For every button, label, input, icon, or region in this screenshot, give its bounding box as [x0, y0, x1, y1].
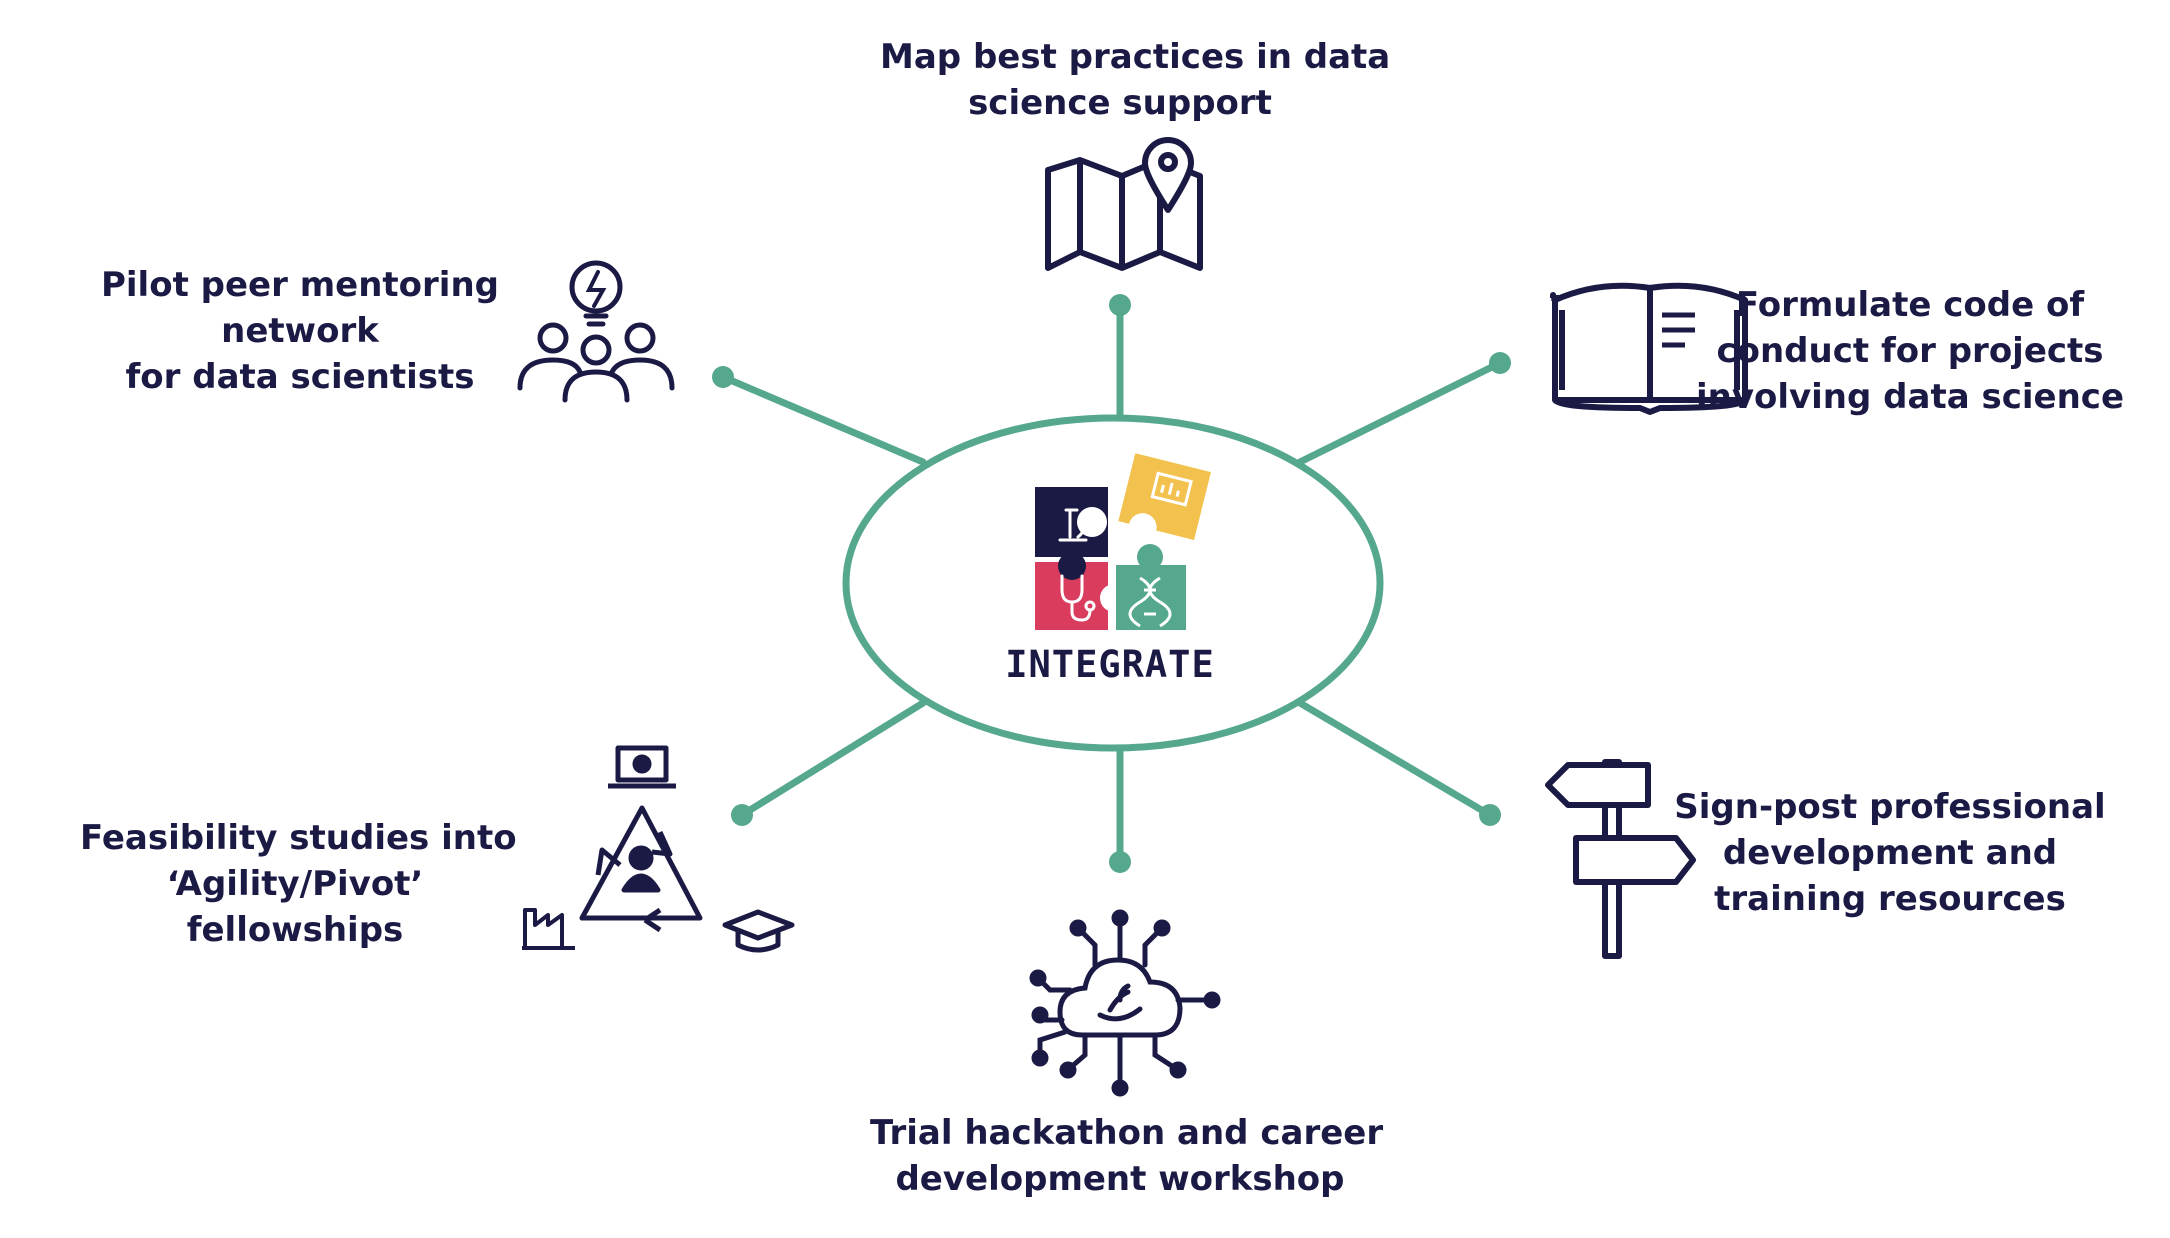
node-label-code-line: Formulate code of [1735, 285, 2085, 325]
node-label-feasibility-line: Feasibility studies into [80, 818, 517, 858]
pivot-cycle-icon [522, 745, 795, 953]
center-ellipse [842, 414, 1384, 752]
node-label-hackathon-line: Trial hackathon and career [870, 1113, 1384, 1153]
node-label-map-line: science support [968, 83, 1272, 123]
map-pin-icon [1045, 137, 1203, 271]
node-label-hackathon: Trial hackathon and career development w… [870, 1110, 1384, 1202]
node-label-mentoring-line: Pilot peer mentoring [100, 265, 499, 305]
node-label-feasibility-line: fellowships [186, 910, 404, 950]
node-label-mentoring-line: for data scientists [125, 357, 475, 397]
open-book-icon [1550, 282, 1748, 415]
node-label-signpost: Sign-post professional development and t… [1670, 784, 2110, 922]
node-label-map-line: Map best practices in data [880, 37, 1391, 77]
node-label-signpost-line: development and [1722, 833, 2058, 873]
node-label-hackathon-line: development workshop [895, 1159, 1345, 1199]
node-label-feasibility: Feasibility studies into ‘Agility/Pivot’… [80, 815, 517, 953]
connector-dot-mentoring [712, 366, 734, 388]
connector-dot-hackathon [1109, 851, 1131, 873]
node-label-map: Map best practices in data science suppo… [880, 34, 1391, 126]
connector-dot-feasibility [731, 804, 753, 826]
node-label-signpost-line: Sign-post professional [1674, 787, 2106, 827]
node-label-mentoring-line: network [221, 311, 379, 351]
integrate-puzzle-logo [1035, 453, 1211, 630]
node-label-mentoring: Pilot peer mentoring network for data sc… [100, 262, 500, 400]
center-title: INTEGRATE [1005, 643, 1215, 686]
connector-dot-map [1109, 294, 1131, 316]
cloud-network-icon [1029, 909, 1221, 1097]
mentoring-group-icon [517, 260, 675, 403]
node-label-signpost-line: training resources [1714, 879, 2066, 919]
connector-signpost [1296, 699, 1494, 819]
connector-mentoring [719, 373, 927, 466]
connector-feasibility [738, 699, 927, 819]
node-label-code-line: conduct for projects [1716, 331, 2104, 371]
connector-code [1296, 359, 1504, 466]
node-label-code: Formulate code of conduct for projects i… [1690, 282, 2130, 420]
node-label-feasibility-line: ‘Agility/Pivot’ [166, 864, 424, 904]
connector-dot-signpost [1479, 804, 1501, 826]
signpost-icon [1545, 759, 1696, 959]
node-label-code-line: involving data science [1695, 377, 2125, 417]
connector-dot-code [1489, 352, 1511, 374]
